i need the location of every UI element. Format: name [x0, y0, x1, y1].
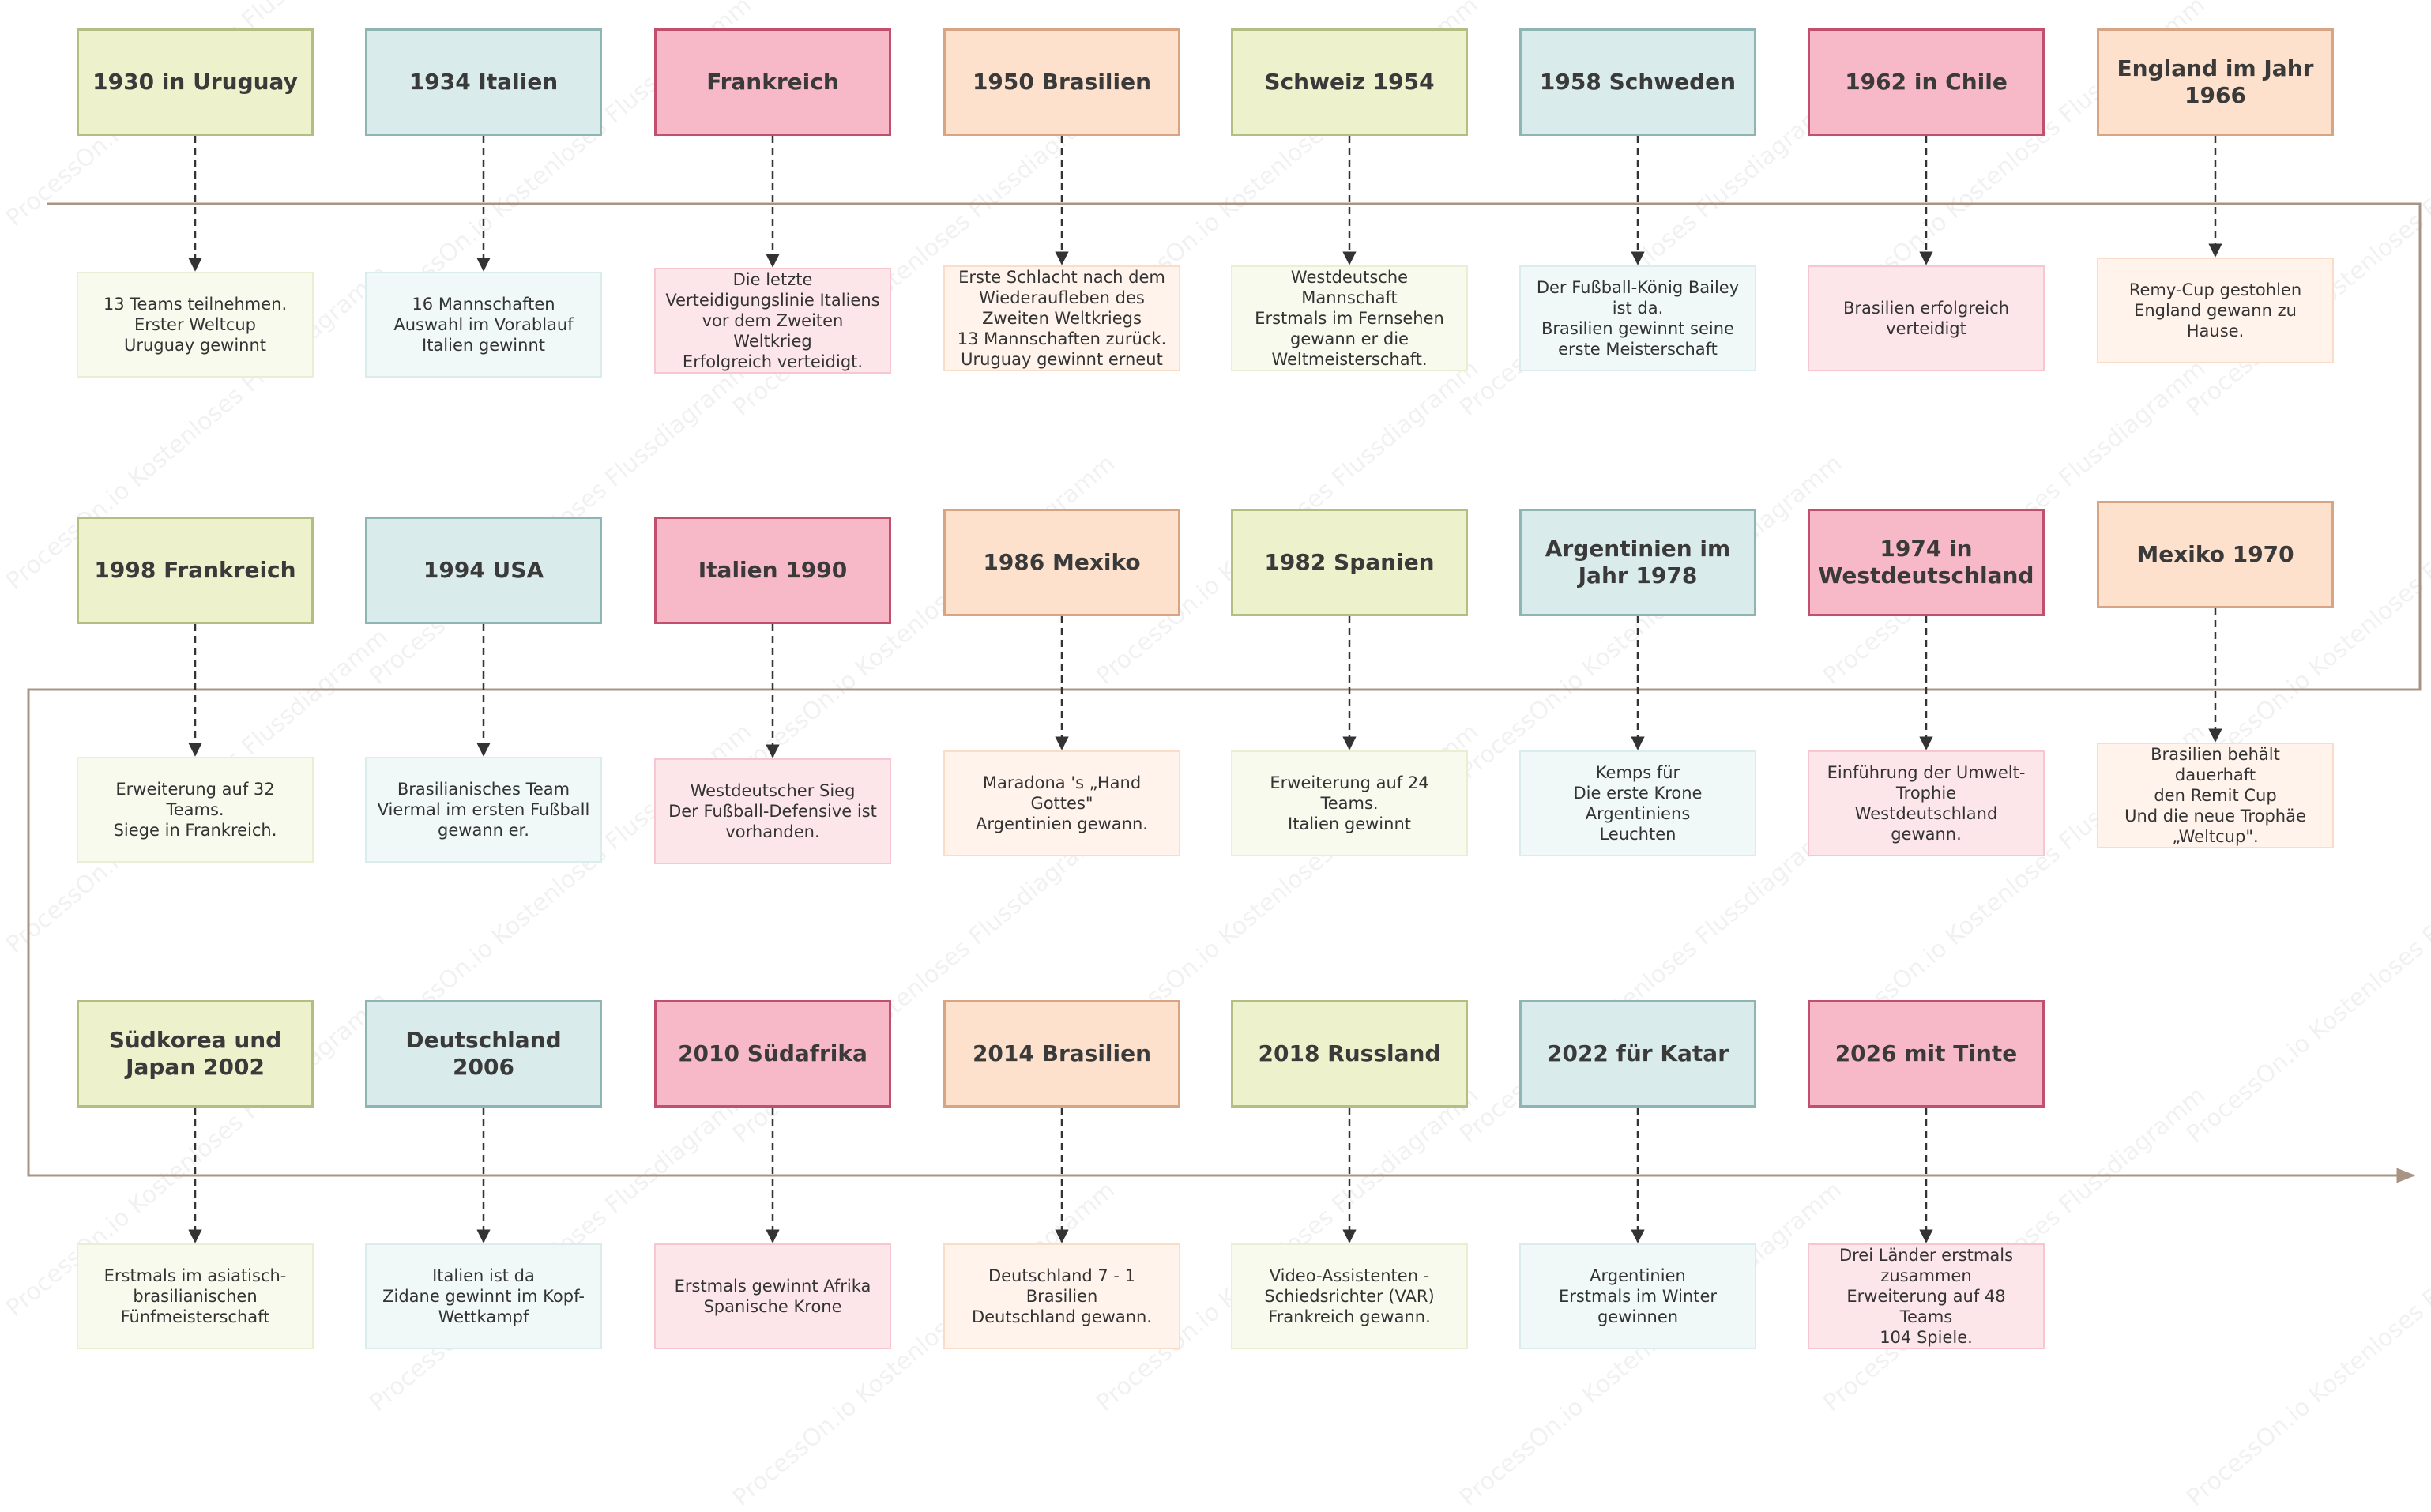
event-description: 13 Teams teilnehmen. Erster Weltcup Urug… [103, 295, 288, 355]
event-description-box: Erstmals im asiatisch- brasilianischen F… [77, 1243, 314, 1349]
event-description: Remy-Cup gestohlen England gewann zu Hau… [2128, 280, 2302, 340]
event-description-box: Brasilianisches Team Viermal im ersten F… [365, 757, 602, 863]
event-description: 16 Mannschaften Auswahl im Vorablauf Ita… [393, 295, 574, 355]
event-title-box: 1974 in Westdeutschland [1808, 509, 2045, 616]
event-description-box: Die letzte Verteidigungslinie Italiens v… [654, 268, 891, 374]
event-description: Maradona 's „Hand Gottes" Argentinien ge… [976, 773, 1148, 833]
event-title-box: 1958 Schweden [1519, 28, 1756, 136]
event-description-box: Erste Schlacht nach dem Wiederaufleben d… [943, 265, 1180, 371]
event-description-box: Deutschland 7 - 1 Brasilien Deutschland … [943, 1243, 1180, 1349]
event-description: Erstmals im asiatisch- brasilianischen F… [103, 1266, 287, 1326]
timeline-path [27, 136, 2422, 1243]
event-title-box: 1934 Italien [365, 28, 602, 136]
event-description: Argentinien Erstmals im Winter gewinnen [1558, 1266, 1718, 1326]
event-title: 1930 in Uruguay [92, 69, 298, 95]
event-description: Die letzte Verteidigungslinie Italiens v… [665, 270, 880, 371]
event-description-box: Einführung der Umwelt- Trophie Westdeuts… [1808, 750, 2045, 856]
event-title-box: 1998 Frankreich [77, 517, 314, 624]
event-title-box: 1994 USA [365, 517, 602, 624]
event-description-box: Erstmals gewinnt Afrika Spanische Krone [654, 1243, 891, 1349]
event-description-box: Remy-Cup gestohlen England gewann zu Hau… [2097, 258, 2334, 363]
event-description-box: Brasilien behält dauerhaft den Remit Cup… [2097, 743, 2334, 848]
event-title-box: England im Jahr 1966 [2097, 28, 2334, 136]
event-description: Erweiterung auf 24 Teams. Italien gewinn… [1270, 773, 1429, 833]
event-title-box: Mexiko 1970 [2097, 501, 2334, 608]
event-title: Italien 1990 [698, 557, 848, 583]
event-title-box: 1986 Mexiko [943, 509, 1180, 616]
event-title: Argentinien im Jahr 1978 [1545, 536, 1731, 589]
event-title: 1958 Schweden [1539, 69, 1737, 95]
event-title-box: Schweiz 1954 [1231, 28, 1468, 136]
event-description: Erstmals gewinnt Afrika Spanische Krone [674, 1277, 871, 1316]
event-description: Brasilien behält dauerhaft den Remit Cup… [2124, 745, 2306, 846]
event-title: Frankreich [706, 69, 839, 95]
event-title: England im Jahr 1966 [2117, 55, 2314, 108]
event-title-box: 2026 mit Tinte [1808, 1000, 2045, 1108]
event-description-box: Brasilien erfolgreich verteidigt [1808, 265, 2045, 371]
event-description: Kemps für Die erste Krone Argentiniens L… [1573, 763, 1703, 844]
event-description: Einführung der Umwelt- Trophie Westdeuts… [1827, 763, 2026, 844]
event-title: 2014 Brasilien [972, 1040, 1152, 1066]
event-title-box: Deutschland 2006 [365, 1000, 602, 1108]
event-description-box: Video-Assistenten - Schiedsrichter (VAR)… [1231, 1243, 1468, 1349]
event-title-box: 2018 Russland [1231, 1000, 1468, 1108]
event-description-box: Westdeutsche Mannschaft Erstmals im Fern… [1231, 265, 1468, 371]
event-description-box: Maradona 's „Hand Gottes" Argentinien ge… [943, 750, 1180, 856]
event-title-box: 1930 in Uruguay [77, 28, 314, 136]
event-description: Brasilianisches Team Viermal im ersten F… [377, 780, 590, 840]
event-title: 2010 Südafrika [678, 1040, 867, 1066]
event-title: 2026 mit Tinte [1835, 1040, 2018, 1066]
event-title: 2022 für Katar [1546, 1040, 1729, 1066]
event-title-box: Frankreich [654, 28, 891, 136]
event-description: Westdeutsche Mannschaft Erstmals im Fern… [1255, 268, 1444, 369]
event-description-box: Drei Länder erstmals zusammen Erweiterun… [1808, 1243, 2045, 1349]
event-description: Italien ist da Zidane gewinnt im Kopf- W… [382, 1266, 585, 1326]
event-description-box: Erweiterung auf 24 Teams. Italien gewinn… [1231, 750, 1468, 856]
event-title-box: 2014 Brasilien [943, 1000, 1180, 1108]
event-title: 1934 Italien [408, 69, 559, 95]
timeline-line [27, 202, 2422, 1183]
event-title-box: 1962 in Chile [1808, 28, 2045, 136]
event-description: Erste Schlacht nach dem Wiederaufleben d… [957, 268, 1167, 369]
event-description-box: Erweiterung auf 32 Teams. Siege in Frank… [77, 757, 314, 863]
event-description-box: 16 Mannschaften Auswahl im Vorablauf Ita… [365, 272, 602, 378]
event-title: 1962 in Chile [1845, 69, 2008, 95]
event-title-box: 1950 Brasilien [943, 28, 1180, 136]
event-title: Mexiko 1970 [2136, 541, 2294, 567]
event-description-box: 13 Teams teilnehmen. Erster Weltcup Urug… [77, 272, 314, 378]
event-title: 1974 in Westdeutschland [1818, 536, 2034, 589]
event-description: Westdeutscher Sieg Der Fußball-Defensive… [668, 781, 877, 841]
event-description: Brasilien erfolgreich verteidigt [1843, 299, 2009, 338]
event-title: 1994 USA [423, 557, 544, 583]
event-description: Erweiterung auf 32 Teams. Siege in Frank… [113, 780, 277, 840]
event-title-box: Argentinien im Jahr 1978 [1519, 509, 1756, 616]
event-description-box: Westdeutscher Sieg Der Fußball-Defensive… [654, 758, 891, 864]
event-title-box: 1982 Spanien [1231, 509, 1468, 616]
event-description: Deutschland 7 - 1 Brasilien Deutschland … [971, 1266, 1153, 1326]
event-description-box: Italien ist da Zidane gewinnt im Kopf- W… [365, 1243, 602, 1349]
event-description-box: Argentinien Erstmals im Winter gewinnen [1519, 1243, 1756, 1349]
event-description: Video-Assistenten - Schiedsrichter (VAR)… [1264, 1266, 1435, 1326]
event-title-box: 2010 Südafrika [654, 1000, 891, 1108]
event-description: Der Fußball-König Bailey ist da. Brasili… [1536, 278, 1740, 359]
event-title: 1998 Frankreich [94, 557, 296, 583]
event-description-box: Der Fußball-König Bailey ist da. Brasili… [1519, 265, 1756, 371]
event-title: 2018 Russland [1258, 1040, 1441, 1066]
event-title: 1986 Mexiko [983, 549, 1141, 575]
event-title-box: 2022 für Katar [1519, 1000, 1756, 1108]
event-title-box: Italien 1990 [654, 517, 891, 624]
event-title-box: Südkorea und Japan 2002 [77, 1000, 314, 1108]
event-description: Drei Länder erstmals zusammen Erweiterun… [1838, 1246, 2014, 1347]
event-title: 1982 Spanien [1264, 549, 1435, 575]
event-title: Südkorea und Japan 2002 [108, 1027, 282, 1080]
event-title: 1950 Brasilien [972, 69, 1152, 95]
event-title: Schweiz 1954 [1264, 69, 1435, 95]
event-description-box: Kemps für Die erste Krone Argentiniens L… [1519, 750, 1756, 856]
event-title: Deutschland 2006 [405, 1027, 562, 1080]
